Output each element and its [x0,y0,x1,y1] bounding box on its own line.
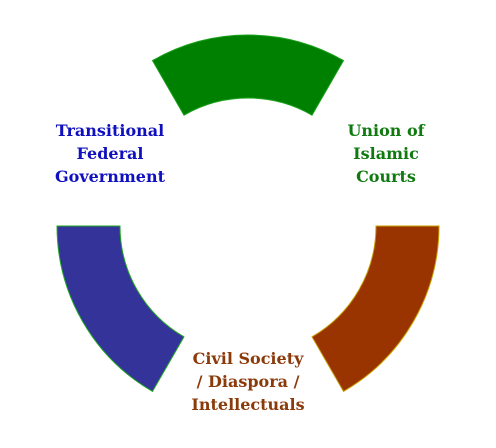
label-union-of-islamic-courts: Union of Islamic Courts [326,119,446,188]
label-civil-society-diaspora-intellectuals: Civil Society / Diaspora / Intellectuals [183,347,313,416]
label-cs-line2: / Diaspora / [196,372,300,391]
segment-top [151,34,345,116]
segment-bottom-left [56,225,185,393]
label-cs-line3: Intellectuals [191,395,305,414]
label-tfg-line1: Transitional [55,121,165,140]
label-transitional-federal-government: Transitional Federal Government [50,119,170,188]
label-tfg-line2: Federal [76,144,144,163]
label-cs-line1: Civil Society [192,349,304,368]
label-uic-line2: Islamic [353,144,419,163]
label-uic-line1: Union of [347,121,425,140]
label-tfg-line3: Government [54,167,165,186]
label-uic-line3: Courts [356,167,416,186]
segment-bottom-right [311,225,440,393]
